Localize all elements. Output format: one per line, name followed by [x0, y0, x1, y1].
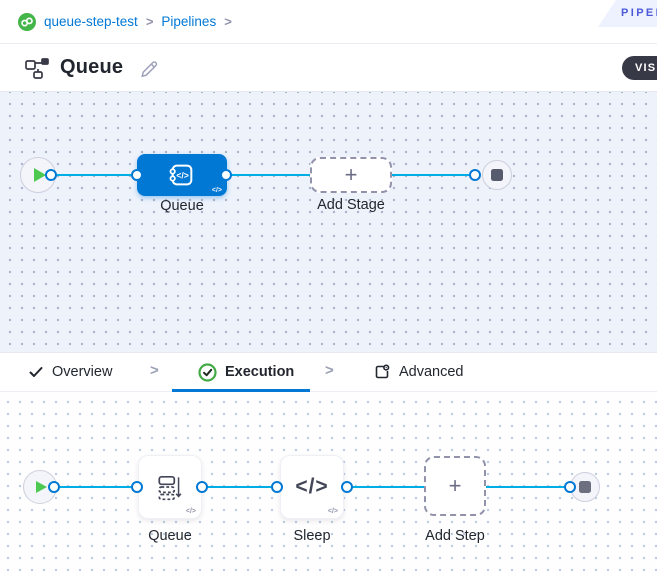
connector-line	[51, 174, 133, 176]
connector-line	[486, 486, 570, 488]
custom-stage-icon: </>	[168, 161, 196, 189]
connector-port	[564, 481, 576, 493]
breadcrumb: queue-step-test > Pipelines > PIPELINE S…	[0, 0, 657, 44]
connector-port	[48, 481, 60, 493]
pipeline-graph-icon	[24, 56, 50, 80]
step-type-badge: </>	[185, 508, 196, 515]
plus-icon: +	[344, 162, 358, 187]
chevron-right-icon: >	[150, 362, 159, 379]
play-icon	[33, 168, 46, 182]
connector-line	[392, 174, 475, 176]
breadcrumb-project-link[interactable]: queue-step-test	[44, 14, 138, 29]
page-title: Queue	[60, 56, 124, 78]
tab-advanced-label: Advanced	[399, 364, 464, 380]
advanced-settings-icon	[373, 363, 391, 381]
breadcrumb-pipelines-link[interactable]: Pipelines	[161, 14, 217, 29]
step-node-queue[interactable]: </>	[138, 455, 202, 519]
active-tab-indicator	[172, 389, 310, 392]
check-circle-green-icon	[198, 362, 217, 382]
add-step-button[interactable]: +	[424, 456, 486, 516]
connector-port	[341, 481, 353, 493]
tab-advanced[interactable]: Advanced	[373, 353, 464, 391]
step-label: Queue	[148, 528, 192, 544]
connector-port	[131, 169, 143, 181]
connector-port	[131, 481, 143, 493]
connector-port	[469, 169, 481, 181]
step-type-badge: </>	[327, 508, 338, 515]
pipeline-header: Queue VISUAL	[0, 44, 657, 92]
pipeline-end-node	[482, 160, 512, 190]
connector-port	[220, 169, 232, 181]
step-node-sleep[interactable]: </> </>	[280, 455, 344, 519]
execution-end-node	[570, 472, 600, 502]
connector-line	[54, 486, 137, 488]
connector-line	[347, 486, 424, 488]
plus-icon: +	[448, 473, 462, 498]
tab-overview[interactable]: Overview	[28, 353, 112, 391]
connector-port	[271, 481, 283, 493]
project-icon	[18, 12, 36, 31]
tab-execution[interactable]: Execution	[198, 353, 294, 391]
play-icon	[36, 481, 47, 493]
code-icon: </>	[295, 475, 329, 498]
add-stage-label: Add Stage	[317, 197, 385, 213]
execution-canvas[interactable]: </> Queue </> </> Sleep + Add Step	[0, 392, 657, 571]
add-step-label: Add Step	[425, 528, 485, 544]
chevron-right-icon: >	[224, 14, 232, 29]
step-type-badge: </>	[211, 187, 222, 194]
execution-start-node	[23, 470, 57, 504]
connector-line	[202, 486, 277, 488]
check-icon	[28, 364, 44, 380]
chevron-right-icon: >	[325, 362, 334, 379]
connector-line	[226, 174, 310, 176]
step-label: Sleep	[293, 528, 331, 544]
tab-execution-label: Execution	[225, 364, 295, 380]
stage-label: Queue	[160, 198, 204, 214]
connector-port	[45, 169, 57, 181]
svg-text:</>: </>	[176, 171, 189, 181]
stop-icon	[579, 481, 591, 493]
pipeline-start-node	[20, 157, 56, 193]
stage-node-queue[interactable]: </> </>	[137, 154, 227, 196]
add-stage-button[interactable]: +	[310, 157, 392, 193]
tab-overview-label: Overview	[52, 364, 113, 380]
pencil-icon	[139, 58, 159, 78]
stage-config-tabs: Overview > Execution > Advanced	[0, 352, 657, 392]
pipeline-studio-ribbon: PIPELINE STUDIO	[598, 0, 657, 27]
visual-yaml-toggle[interactable]: VISUAL	[622, 56, 657, 80]
queue-step-icon	[155, 472, 185, 502]
chevron-right-icon: >	[145, 14, 154, 29]
edit-pipeline-name-button[interactable]	[139, 58, 159, 78]
stop-icon	[491, 169, 503, 181]
connector-port	[196, 481, 208, 493]
stage-canvas[interactable]: </> </> Queue + Add Stage	[0, 92, 657, 352]
